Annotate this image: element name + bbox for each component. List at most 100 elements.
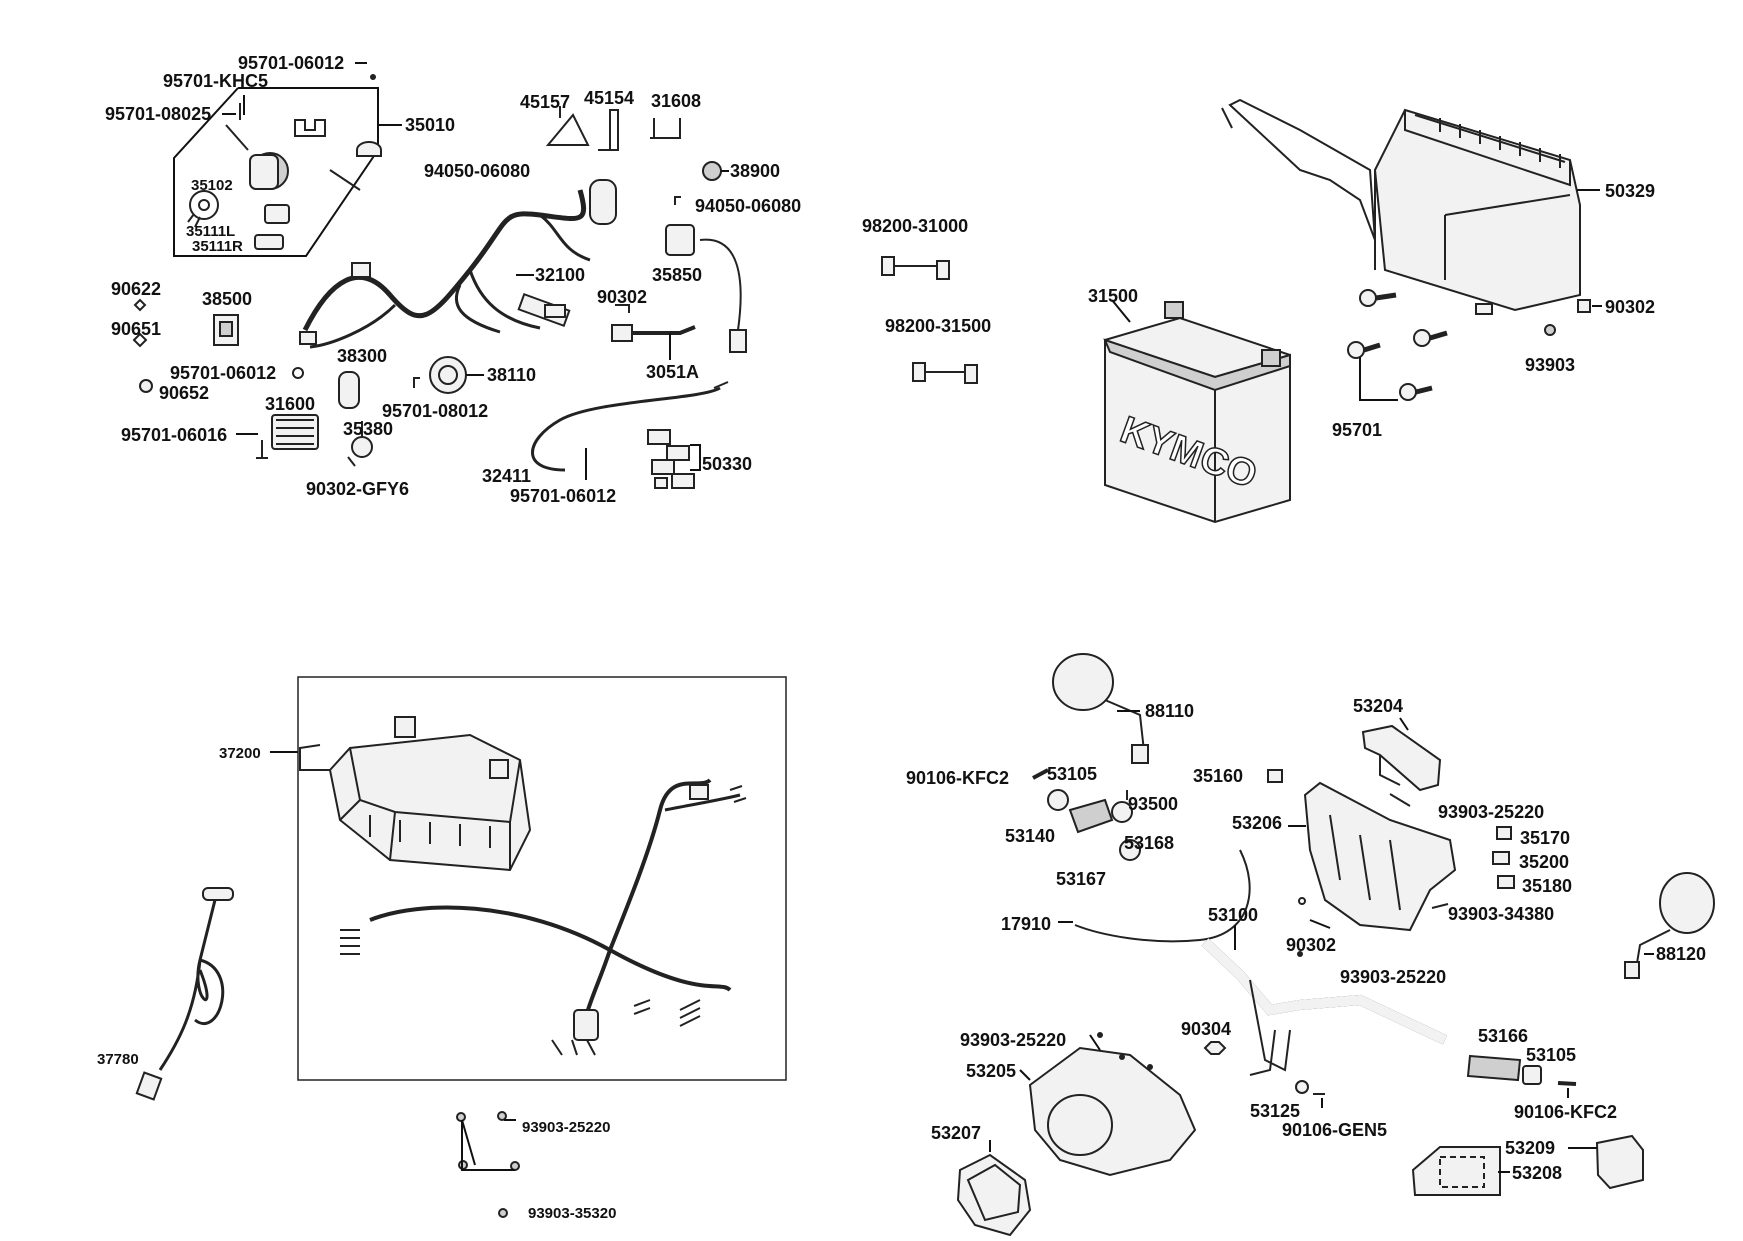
label-53204: 53204	[1353, 696, 1403, 716]
label-50330: 50330	[702, 454, 752, 474]
label-90106-gen5: 90106-GEN5	[1282, 1120, 1387, 1140]
label-93903-25220-b: 93903-25220	[1438, 802, 1544, 822]
battery-section: KYMCO	[1103, 98, 1602, 524]
cover-53205-drawing	[1028, 1046, 1197, 1177]
label-90622: 90622	[111, 279, 161, 299]
label-90652: 90652	[159, 383, 209, 403]
label-31608: 31608	[651, 91, 701, 111]
label-35160: 35160	[1193, 766, 1243, 786]
label-53168: 53168	[1124, 833, 1174, 853]
label-53100: 53100	[1208, 905, 1258, 925]
label-53105-b: 53105	[1526, 1045, 1576, 1065]
label-31600: 31600	[265, 394, 315, 414]
label-90302-a: 90302	[597, 287, 647, 307]
meter-harness-drawing	[340, 778, 747, 1056]
label-35102: 35102	[191, 177, 233, 194]
label-53140: 53140	[1005, 826, 1055, 846]
label-90304: 90304	[1181, 1019, 1231, 1039]
label-53205: 53205	[966, 1061, 1016, 1081]
label-90302-gfy6: 90302-GFY6	[306, 479, 409, 499]
label-45157: 45157	[520, 92, 570, 112]
label-95701-06016: 95701-06016	[121, 425, 227, 445]
label-35170: 35170	[1520, 828, 1570, 848]
label-53105-a: 53105	[1047, 764, 1097, 784]
label-53167: 53167	[1056, 869, 1106, 889]
label-90106-kfc2-a: 90106-KFC2	[906, 768, 1009, 788]
label-35380: 35380	[343, 419, 393, 439]
label-35200: 35200	[1519, 852, 1569, 872]
wiring-section	[132, 62, 747, 489]
label-93903-25220-d: 93903-25220	[960, 1030, 1066, 1050]
label-17910: 17910	[1001, 914, 1051, 934]
meter-37200-drawing	[299, 716, 532, 872]
label-53209: 53209	[1505, 1138, 1555, 1158]
label-88120: 88120	[1656, 944, 1706, 964]
label-32100: 32100	[535, 265, 585, 285]
label-90106-kfc2-b: 90106-KFC2	[1514, 1102, 1617, 1122]
label-38900: 38900	[730, 161, 780, 181]
fuse-section	[881, 256, 978, 384]
horn-38110-drawing	[429, 356, 467, 394]
label-53166: 53166	[1478, 1026, 1528, 1046]
label-37200: 37200	[219, 745, 261, 762]
label-95701-08025: 95701-08025	[105, 104, 211, 124]
label-95701-06012-c: 95701-06012	[510, 486, 616, 506]
label-90302-c: 90302	[1286, 935, 1336, 955]
label-95701-06012-b: 95701-06012	[170, 363, 276, 383]
label-35850: 35850	[652, 265, 702, 285]
sensor-37780-drawing	[135, 887, 234, 1101]
cable-17910-drawing	[1074, 849, 1251, 943]
label-53207: 53207	[931, 1123, 981, 1143]
bolts-95701-drawing	[1347, 289, 1448, 401]
key-set-outline	[173, 87, 379, 257]
label-93903: 93903	[1525, 355, 1575, 375]
label-94050-06080-b: 94050-06080	[695, 196, 801, 216]
bracket-45157-drawing	[545, 106, 590, 146]
label-95701-08012: 95701-08012	[382, 401, 488, 421]
label-53206: 53206	[1232, 813, 1282, 833]
label-98200-31500: 98200-31500	[885, 316, 991, 336]
battery-31500-drawing: KYMCO	[1103, 301, 1291, 524]
label-38500: 38500	[202, 289, 252, 309]
cable-32411-drawing	[531, 386, 721, 472]
label-88110: 88110	[1145, 701, 1194, 721]
main-harness-32100-drawing	[299, 179, 617, 349]
label-95701-06012: 95701-06012	[238, 53, 344, 73]
label-93903-34380: 93903-34380	[1448, 904, 1554, 924]
label-50329: 50329	[1605, 181, 1655, 201]
grip-53166-drawing	[1466, 1054, 1522, 1082]
label-35180: 35180	[1522, 876, 1572, 896]
label-90651: 90651	[111, 319, 161, 339]
label-35111r: 35111R	[192, 238, 243, 255]
label-93903-35320: 93903-35320	[528, 1205, 616, 1222]
label-35111l: 35111L	[186, 223, 235, 240]
label-53208: 53208	[1512, 1163, 1562, 1183]
grip-53140-drawing	[1068, 798, 1114, 834]
label-98200-31000: 98200-31000	[862, 216, 968, 236]
label-94050-06080-a: 94050-06080	[424, 161, 530, 181]
ignition-switch-drawing	[187, 103, 382, 250]
label-90302-b: 90302	[1605, 297, 1655, 317]
label-38300: 38300	[337, 346, 387, 366]
battery-box-50329-drawing	[1221, 98, 1581, 315]
sensor-35850-drawing	[665, 224, 747, 353]
mirror-88110-drawing	[1052, 653, 1149, 764]
label-45154: 45154	[584, 88, 634, 108]
meter-frame	[297, 676, 787, 1081]
label-37780: 37780	[97, 1051, 139, 1068]
fuse-block-50330-drawing	[647, 429, 695, 489]
label-93500: 93500	[1128, 794, 1178, 814]
label-93903-25220-c: 93903-25220	[1340, 967, 1446, 987]
cover-53206-drawing	[1303, 781, 1457, 932]
cover-53204-drawing	[1361, 724, 1442, 792]
label-95701: 95701	[1332, 420, 1382, 440]
label-53125: 53125	[1250, 1101, 1300, 1121]
handlebar-53100-drawing	[1201, 938, 1448, 1076]
label-38110: 38110	[487, 365, 536, 385]
label-35010: 35010	[405, 115, 455, 135]
screws-93903-drawing	[456, 1111, 520, 1218]
regulator-31600-drawing	[256, 414, 319, 459]
mirror-88120-drawing	[1624, 872, 1715, 979]
label-3051a: 3051A	[646, 362, 699, 382]
